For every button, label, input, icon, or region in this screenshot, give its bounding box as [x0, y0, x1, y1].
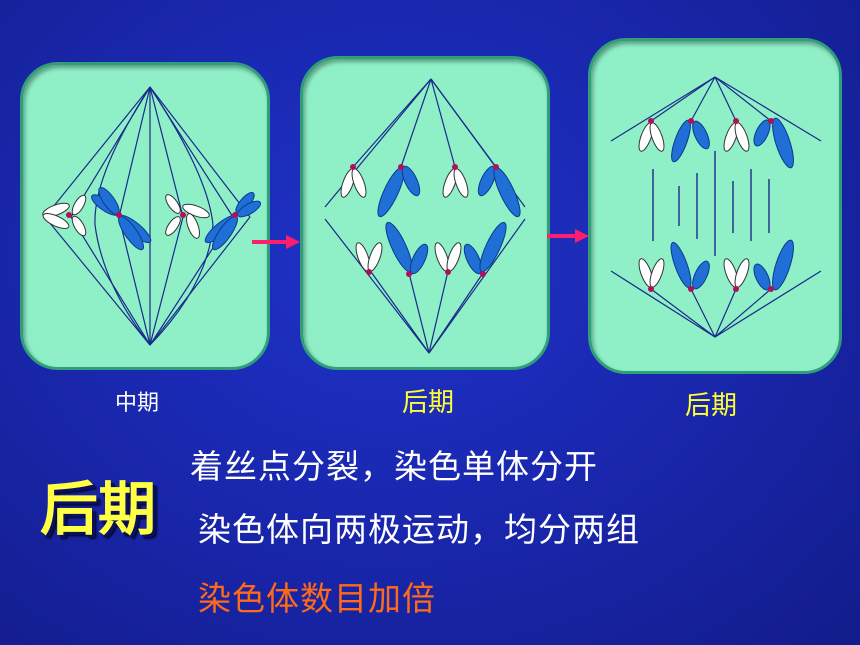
blue-chromatid — [671, 118, 710, 163]
stage-label-metaphase: 中期 — [115, 391, 160, 416]
stage-label-anaphase-2: 后期 — [685, 391, 738, 421]
white-chromosome — [42, 194, 87, 237]
anaphase-late-diagram — [610, 76, 822, 338]
blue-chromosome — [91, 187, 152, 251]
white-chromatid — [434, 242, 462, 275]
metaphase-panel — [20, 62, 270, 370]
anaphase-panel-late — [588, 38, 842, 374]
blue-chromosome — [204, 192, 262, 251]
blue-chromatid — [385, 221, 429, 277]
white-chromatid — [355, 242, 383, 275]
blue-chromatid — [377, 164, 421, 218]
white-chromatid — [723, 118, 750, 152]
white-chromatid — [723, 258, 750, 292]
progress-arrow — [252, 235, 300, 249]
note-line-3: 染色体数目加倍 — [198, 579, 436, 618]
metaphase-spindle-diagram — [42, 86, 262, 346]
blue-chromatid — [477, 164, 521, 218]
blue-chromatid — [753, 239, 794, 292]
white-chromatid — [638, 118, 665, 152]
blue-chromatid — [753, 117, 794, 169]
page-title: 后期 — [40, 475, 157, 543]
white-chromatid — [638, 258, 665, 292]
blue-chromatid — [463, 221, 507, 277]
anaphase-panel-early — [300, 56, 550, 370]
note-line-1: 着丝点分裂，染色单体分开 — [190, 447, 598, 486]
anaphase-early-diagram — [324, 78, 526, 354]
stage-label-anaphase-1: 后期 — [402, 388, 455, 418]
white-chromatid — [442, 164, 469, 198]
note-line-2: 染色体向两极运动，均分两组 — [198, 510, 640, 549]
progress-arrow — [547, 229, 589, 243]
white-chromatid — [340, 164, 367, 198]
white-chromosome — [165, 194, 210, 239]
blue-chromatid — [670, 241, 710, 292]
